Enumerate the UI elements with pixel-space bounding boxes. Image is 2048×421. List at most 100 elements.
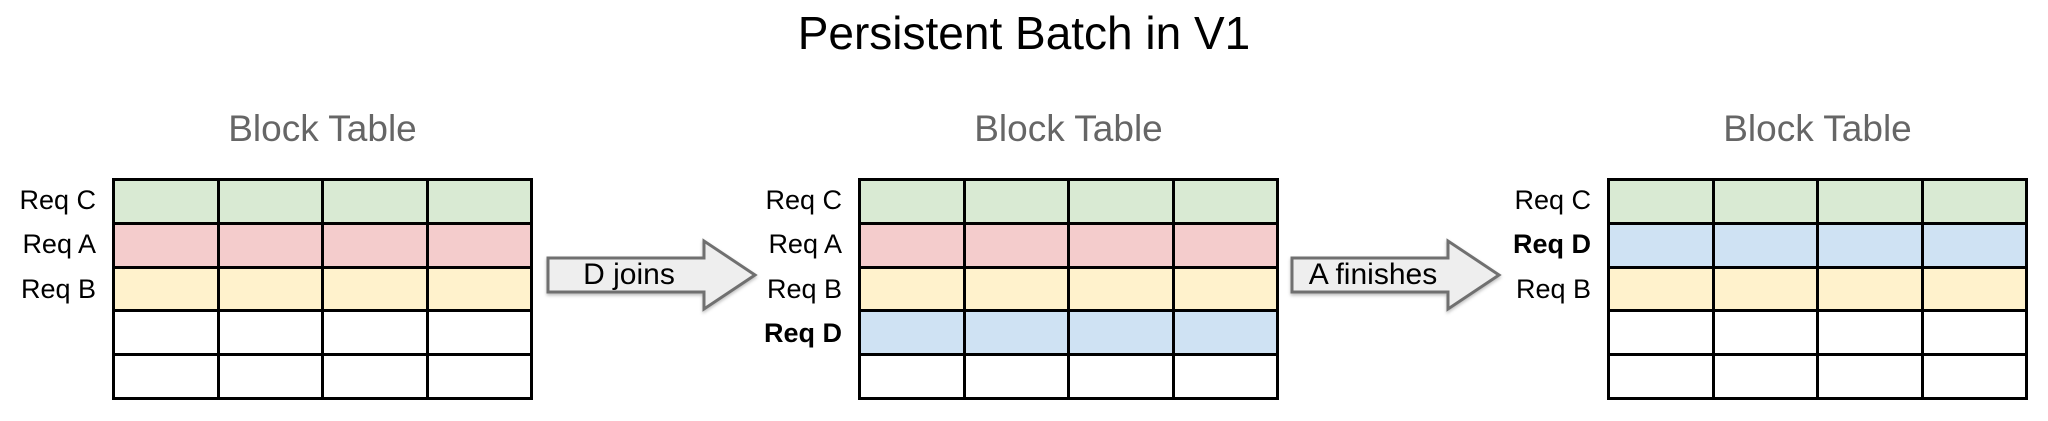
row-label xyxy=(764,356,842,400)
row-labels: Req C Req D Req B xyxy=(1513,178,1591,400)
table-row xyxy=(1607,353,2028,400)
table-row xyxy=(112,353,533,400)
right-arrow-icon xyxy=(546,238,758,312)
block-cell xyxy=(1171,309,1279,357)
block-cell xyxy=(962,309,1070,357)
row-label: Req A xyxy=(22,229,96,260)
row-label xyxy=(19,356,96,400)
row-label xyxy=(1513,356,1591,400)
block-cell xyxy=(1816,265,1924,313)
block-cell xyxy=(112,265,220,313)
block-table-title: Block Table xyxy=(1723,108,1912,149)
block-cell xyxy=(962,265,1070,313)
row-label: Req C xyxy=(19,184,96,215)
block-cell xyxy=(1607,221,1715,269)
block-cell xyxy=(1171,178,1279,225)
transition-arrow-a-finishes: A finishes xyxy=(1290,238,1502,312)
row-label: Req C xyxy=(1514,184,1591,215)
block-cell xyxy=(425,178,533,225)
table-row xyxy=(858,265,1279,313)
block-cell xyxy=(1711,221,1819,269)
row-label: Req B xyxy=(766,273,842,304)
row-labels: Req C Req A Req B xyxy=(19,178,96,400)
block-table-group-1: Block Table Req C Req A Req B xyxy=(19,108,533,400)
block-cell xyxy=(1816,178,1924,225)
block-cell xyxy=(1607,309,1715,357)
block-cell xyxy=(858,221,966,269)
row-label xyxy=(1513,311,1591,355)
block-cell xyxy=(216,309,324,357)
block-arrow-shape xyxy=(546,238,758,312)
table-row xyxy=(858,221,1279,269)
block-cell xyxy=(321,265,429,313)
block-cell xyxy=(1067,309,1175,357)
table-row xyxy=(112,221,533,269)
block-cell xyxy=(1607,353,1715,400)
table-row xyxy=(858,353,1279,400)
block-cell xyxy=(112,309,220,357)
block-table xyxy=(112,178,533,400)
block-cell xyxy=(1067,265,1175,313)
row-label: Req B xyxy=(20,273,96,304)
table-row xyxy=(858,178,1279,225)
block-cell xyxy=(1920,221,2028,269)
block-arrow-shape xyxy=(1290,238,1502,312)
block-cell xyxy=(321,221,429,269)
block-cell xyxy=(425,221,533,269)
block-cell xyxy=(1816,221,1924,269)
block-table-group-3: Block Table Req C Req D Req B xyxy=(1513,108,2028,400)
row-label: Req B xyxy=(1515,273,1591,304)
arrow-label: D joins xyxy=(583,258,675,291)
block-cell xyxy=(1816,353,1924,400)
block-cell xyxy=(858,265,966,313)
block-cell xyxy=(962,221,1070,269)
block-cell xyxy=(1067,353,1175,400)
right-arrow-icon xyxy=(1290,238,1502,312)
block-cell xyxy=(1920,309,2028,357)
block-cell xyxy=(1711,309,1819,357)
block-cell xyxy=(425,265,533,313)
block-cell xyxy=(1711,265,1819,313)
table-row xyxy=(1607,309,2028,357)
block-cell xyxy=(1711,178,1819,225)
block-cell xyxy=(858,178,966,225)
table-row xyxy=(112,309,533,357)
block-cell xyxy=(112,178,220,225)
block-cell xyxy=(216,178,324,225)
row-label xyxy=(19,311,96,355)
block-cell xyxy=(962,353,1070,400)
block-cell xyxy=(858,309,966,357)
table-row xyxy=(858,309,1279,357)
row-label: Req C xyxy=(765,184,842,215)
block-cell xyxy=(112,353,220,400)
block-cell xyxy=(1171,221,1279,269)
block-cell xyxy=(112,221,220,269)
block-cell xyxy=(216,353,324,400)
block-cell xyxy=(858,353,966,400)
row-label: Req D xyxy=(1512,229,1591,260)
block-cell xyxy=(1920,178,2028,225)
block-cell xyxy=(1607,178,1715,225)
block-cell xyxy=(216,221,324,269)
page-title: Persistent Batch in V1 xyxy=(797,7,1251,59)
block-table xyxy=(858,178,1279,400)
block-cell xyxy=(1067,221,1175,269)
table-row xyxy=(112,178,533,225)
block-cell xyxy=(1920,265,2028,313)
block-cell xyxy=(321,353,429,400)
row-label: Req D xyxy=(763,317,842,348)
table-row xyxy=(1607,178,2028,225)
block-table-title: Block Table xyxy=(974,108,1163,149)
block-cell xyxy=(425,309,533,357)
block-cell xyxy=(962,178,1070,225)
table-row xyxy=(1607,265,2028,313)
block-cell xyxy=(321,309,429,357)
block-table xyxy=(1607,178,2028,400)
block-table-title: Block Table xyxy=(228,108,417,149)
table-row xyxy=(1607,221,2028,269)
block-cell xyxy=(321,178,429,225)
block-cell xyxy=(1171,265,1279,313)
